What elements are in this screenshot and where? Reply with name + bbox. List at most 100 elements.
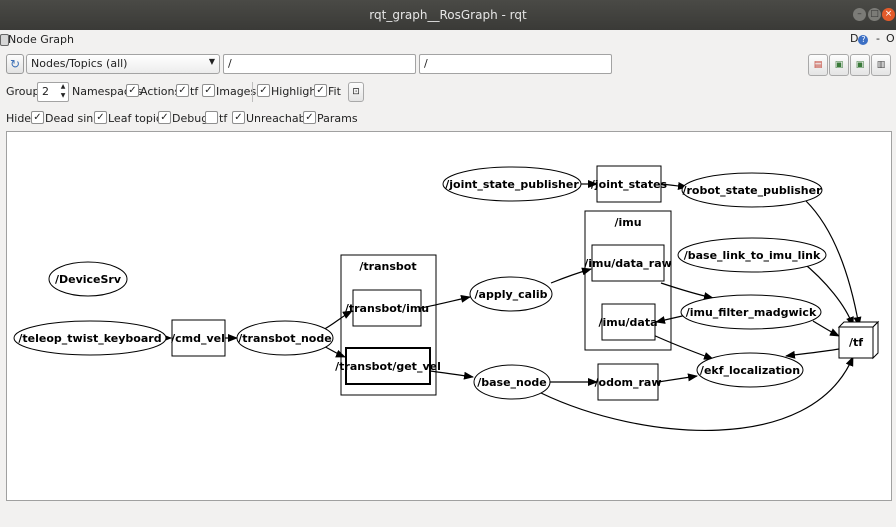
help-icon: ?: [858, 35, 869, 45]
node-ekf-localization-label: /ekf_localization: [700, 364, 800, 377]
minimize-button[interactable]: –: [853, 8, 866, 21]
plugin-title: Node Graph: [8, 33, 74, 46]
topic-transbot-imu[interactable]: [352, 289, 422, 327]
save-dot-icon: ▤: [813, 60, 823, 70]
leaf-topics-checkbox[interactable]: ✓: [94, 111, 107, 124]
node-joint-state-publisher-label: /joint_state_publisher: [445, 178, 579, 191]
save-image-button[interactable]: ▣: [850, 54, 870, 76]
tf-checkbox[interactable]: ✓: [176, 84, 189, 97]
maximize-button[interactable]: □: [868, 8, 881, 21]
tf-label: tf: [190, 85, 199, 98]
close-button[interactable]: ×: [882, 8, 895, 21]
chevron-down-icon: ▼: [208, 57, 215, 66]
transbot-namespace[interactable]: [340, 254, 437, 396]
unreachable-checkbox[interactable]: ✓: [232, 111, 245, 124]
hide-label: Hide:: [6, 112, 35, 125]
topic-cmd-vel-label: /cmd_vel: [171, 332, 225, 345]
group-spinbox[interactable]: 2 ▲ ▼: [37, 82, 69, 102]
load-dot-button[interactable]: ▥: [871, 54, 891, 76]
topic-tf-side: [872, 320, 879, 360]
topic-transbot-get-vel[interactable]: [345, 347, 431, 385]
edge-baselink-tf[interactable]: [800, 260, 854, 327]
node-teleop-label: /teleop_twist_keyboard: [18, 332, 161, 345]
hide-plugin-button[interactable]: -: [876, 32, 880, 45]
refresh-icon: ↻: [9, 57, 21, 71]
save-svg-icon: ▣: [834, 60, 844, 70]
topic-tf-top: [837, 321, 880, 328]
ros-graph: /transbot /imu /DeviceSrv: [13, 165, 880, 431]
edge-imudata-ekf[interactable]: [650, 333, 714, 360]
topic-tf[interactable]: [838, 326, 874, 359]
graph-edges: [162, 180, 862, 431]
node-transbot-node-label: /transbot_node: [238, 332, 331, 345]
node-robot-state-publisher[interactable]: [681, 172, 823, 208]
edge-imu-applycalib[interactable]: [420, 294, 471, 309]
topic-odom-raw-label: /odom_raw: [595, 376, 662, 389]
edge-odomraw-ekf[interactable]: [657, 373, 698, 383]
toolbar: ↻ Nodes/Topics (all) ▼ / / ▤ ▣ ▣ ▥: [0, 54, 896, 76]
topic-odom-raw[interactable]: [597, 363, 659, 401]
topic-joint-states[interactable]: [596, 165, 662, 203]
fit-label: Fit: [328, 85, 341, 98]
node-joint-state-publisher[interactable]: [442, 166, 582, 202]
topic-transbot-get-vel-label: /transbot/get_vel: [335, 360, 441, 373]
save-svg-button[interactable]: ▣: [829, 54, 849, 76]
debug-label: Debug: [172, 112, 209, 125]
separator: [252, 82, 253, 102]
topic-joint-states-label: /joint_states: [591, 178, 668, 191]
refresh-button[interactable]: ↻: [6, 54, 24, 74]
node-base-node-label: /base_node: [477, 376, 547, 389]
topic-imu-data-raw[interactable]: [591, 244, 665, 282]
node-ekf-localization[interactable]: [696, 352, 804, 388]
close-plugin-button[interactable]: O: [886, 32, 895, 45]
help-button[interactable]: D?: [850, 32, 869, 45]
highlight-checkbox[interactable]: ✓: [257, 84, 270, 97]
edge-basenode-tf[interactable]: [540, 356, 854, 431]
actions-checkbox[interactable]: ✓: [126, 84, 139, 97]
topic-imu-data[interactable]: [601, 303, 656, 341]
node-teleop[interactable]: [13, 320, 167, 356]
fit-in-view-button[interactable]: ⊡: [348, 82, 364, 102]
node-robot-state-publisher-label: /robot_state_publisher: [682, 184, 822, 197]
imu-namespace[interactable]: [584, 210, 672, 351]
node-apply-calib[interactable]: [469, 276, 553, 312]
window-title: rqt_graph__RosGraph - rqt: [369, 8, 527, 22]
node-devicesrv[interactable]: [48, 261, 128, 297]
node-imu-filter-madgwick[interactable]: [680, 294, 822, 330]
images-checkbox[interactable]: ✓: [202, 84, 215, 97]
node-base-node[interactable]: [473, 364, 551, 400]
edge-imuraw-madgwick[interactable]: [660, 282, 714, 300]
window-titlebar: rqt_graph__RosGraph - rqt – □ ×: [0, 0, 896, 30]
fit-view-icon: ⊡: [352, 87, 360, 97]
actions-label: Actions: [140, 85, 181, 98]
dead-sinks-checkbox[interactable]: ✓: [31, 111, 44, 124]
params-checkbox[interactable]: ✓: [303, 111, 316, 124]
group-label: Group:: [6, 85, 44, 98]
edge-madgwick-tf[interactable]: [812, 320, 840, 337]
spin-down-icon[interactable]: ▼: [60, 92, 66, 99]
fit-checkbox[interactable]: ✓: [314, 84, 327, 97]
highlight-label: Highlight: [271, 85, 321, 98]
imu-namespace-label: /imu: [614, 216, 641, 229]
node-filter-input[interactable]: /: [223, 54, 416, 74]
debug-checkbox[interactable]: ✓: [158, 111, 171, 124]
edge-getvel-basenode[interactable]: [429, 370, 474, 380]
params-label: Params: [317, 112, 358, 125]
node-base-link-to-imu-link[interactable]: [677, 237, 827, 273]
save-dot-button[interactable]: ▤: [808, 54, 828, 76]
graph-canvas[interactable]: /transbot /imu /DeviceSrv: [6, 131, 892, 501]
node-imu-filter-madgwick-label: /imu_filter_madgwick: [686, 306, 817, 319]
hide-tf-checkbox[interactable]: [205, 111, 218, 124]
topic-filter-input[interactable]: /: [419, 54, 612, 74]
edge-applycalib-imuraw[interactable]: [550, 267, 592, 284]
display-mode-select[interactable]: Nodes/Topics (all) ▼: [26, 54, 220, 74]
edge-rsp-tf[interactable]: [805, 200, 862, 327]
topic-cmd-vel[interactable]: [171, 319, 226, 357]
node-transbot-node[interactable]: [236, 320, 334, 356]
edge-tf-ekf[interactable]: [785, 348, 840, 359]
hide-row: Hide: ✓ Dead sinks ✓ Leaf topics ✓ Debug…: [0, 109, 896, 129]
options-row: Group: 2 ▲ ▼ Namespaces ✓ Actions ✓ tf ✓…: [0, 82, 896, 104]
plugin-titlebar: Node Graph D? - O: [0, 30, 896, 50]
spin-up-icon[interactable]: ▲: [60, 83, 66, 90]
topic-tf-label: /tf: [849, 336, 863, 349]
